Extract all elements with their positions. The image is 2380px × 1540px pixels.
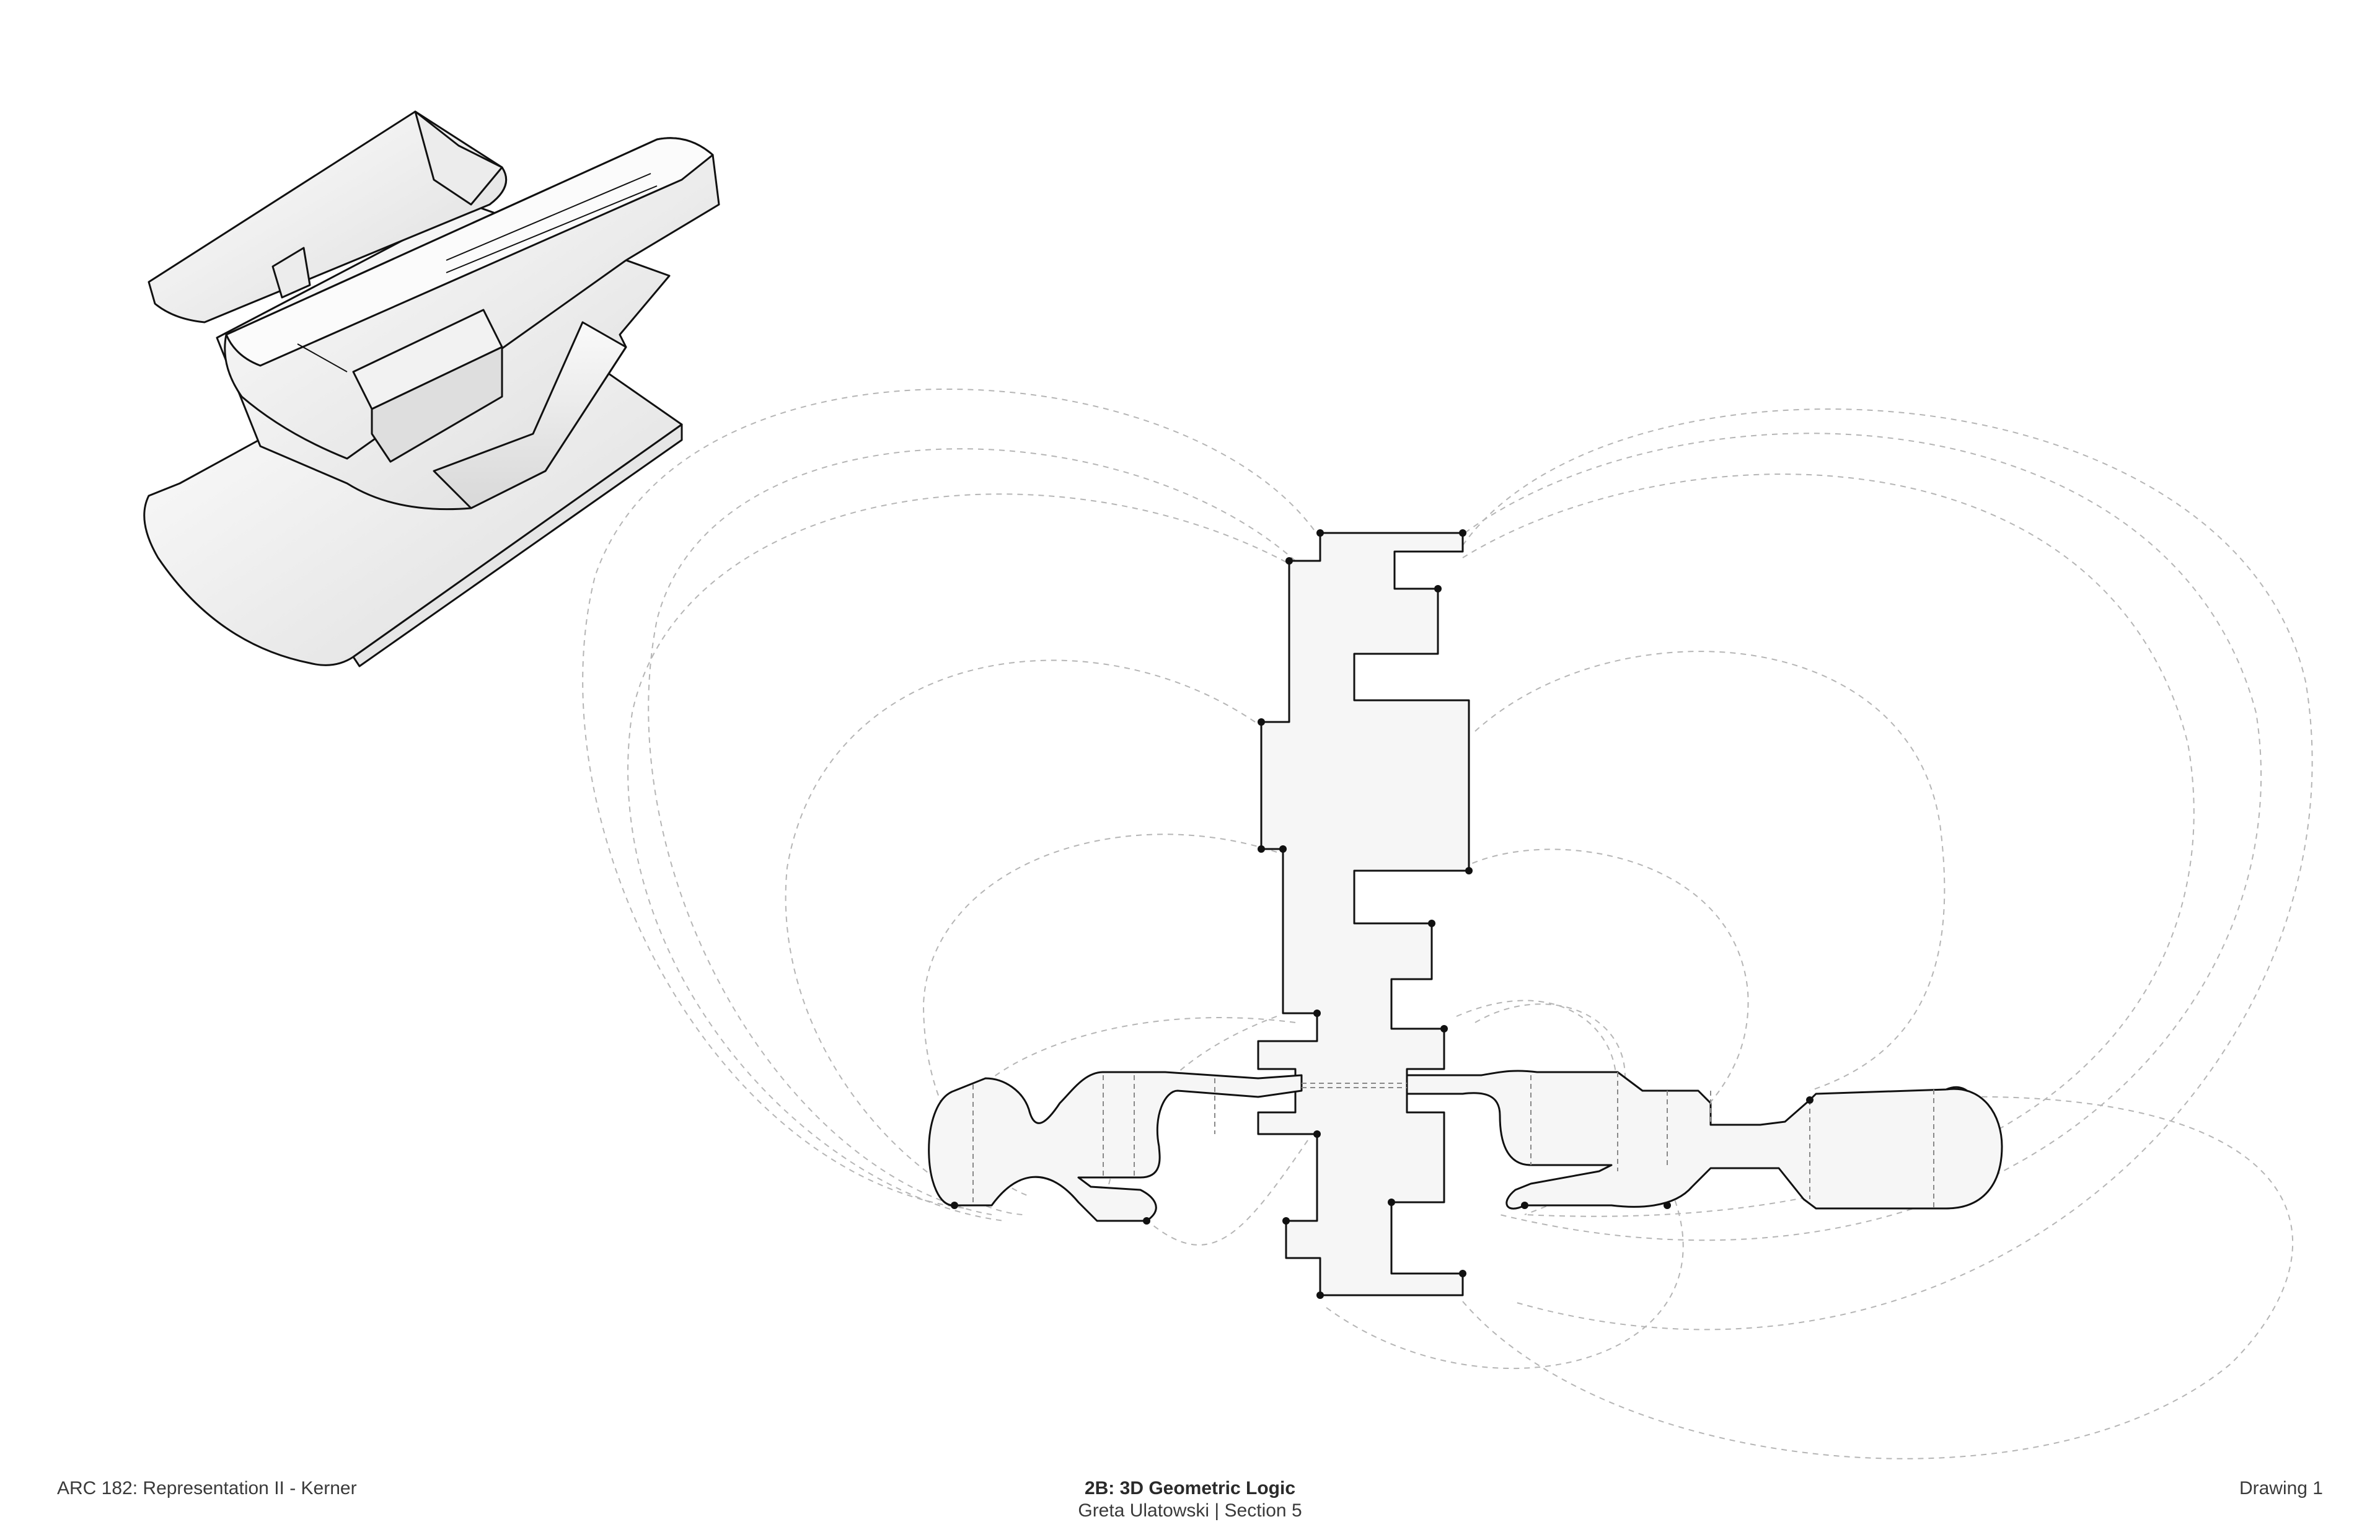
net-vertex-markers	[951, 529, 1814, 1299]
arc-left-5	[922, 834, 1277, 1197]
vertex-dot	[1806, 1096, 1814, 1104]
bar-notch	[271, 247, 311, 299]
fold-right	[1530, 1072, 1934, 1208]
vertex-dot	[1258, 718, 1265, 726]
net-left-arm	[928, 1071, 1303, 1222]
title-block: 2B: 3D Geometric Logic Greta Ulatowski |…	[942, 1477, 1438, 1522]
base-slab-front	[352, 423, 683, 667]
drawing-title: 2B: 3D Geometric Logic	[1084, 1478, 1296, 1498]
vertex-dot	[1282, 1217, 1290, 1225]
unfolded-net	[928, 532, 2003, 1296]
vertex-dot	[1313, 1010, 1321, 1017]
arc-left-4	[785, 659, 1256, 1215]
author-section: Greta Ulatowski | Section 5	[1078, 1500, 1302, 1521]
vertex-dot	[1258, 845, 1265, 853]
upper-tube-top	[225, 137, 714, 367]
upper-left-bar-end	[414, 110, 503, 206]
arc-left-2	[648, 448, 1296, 1215]
vertex-dot	[1428, 920, 1435, 927]
vertex-dot	[951, 1202, 958, 1209]
fold-center	[1302, 1083, 1407, 1088]
arc-left-1	[582, 388, 1315, 1209]
isometric-3d-object	[143, 110, 720, 667]
arc-right-4	[1474, 651, 1946, 1091]
vertex-dot	[1459, 1270, 1466, 1277]
arc-left-8	[1140, 1140, 1308, 1246]
upper-left-bar	[148, 110, 508, 323]
arc-left-3	[627, 493, 1296, 1221]
arc-left-6	[991, 1017, 1296, 1079]
vertex-dot	[1440, 1025, 1448, 1032]
vertex-dot	[1313, 1130, 1321, 1138]
vertex-dot	[1316, 529, 1324, 537]
drawing-number: Drawing 1	[2239, 1478, 2323, 1498]
vertex-dot	[1521, 1202, 1528, 1209]
vertex-dot	[1434, 585, 1442, 592]
vertex-dot	[1388, 1199, 1395, 1206]
arc-right-6	[1474, 1003, 1626, 1091]
arc-right-2	[1456, 433, 2262, 1241]
connector-front	[433, 321, 627, 509]
seam-line	[297, 173, 658, 372]
vertex-dot	[1316, 1291, 1324, 1299]
vertex-dot	[1459, 529, 1466, 537]
vertex-dot	[1285, 557, 1293, 565]
net-fold-lines	[972, 1072, 1934, 1208]
arc-right-7	[1462, 1096, 2294, 1459]
net-vertical-spine	[1257, 532, 1470, 1296]
vertex-dot	[1279, 845, 1287, 853]
arc-right-1	[1462, 408, 2313, 1331]
tube-step-front	[371, 346, 503, 463]
net-right-arm	[1406, 1070, 1985, 1210]
vertex-dot	[1143, 1217, 1150, 1225]
vertex-dot	[1465, 867, 1473, 874]
net-right-cap	[1946, 1088, 2003, 1210]
course-label: ARC 182: Representation II - Kerner	[57, 1478, 357, 1498]
arc-right-8	[1326, 1195, 1684, 1370]
vertex-dot	[1664, 1202, 1671, 1209]
